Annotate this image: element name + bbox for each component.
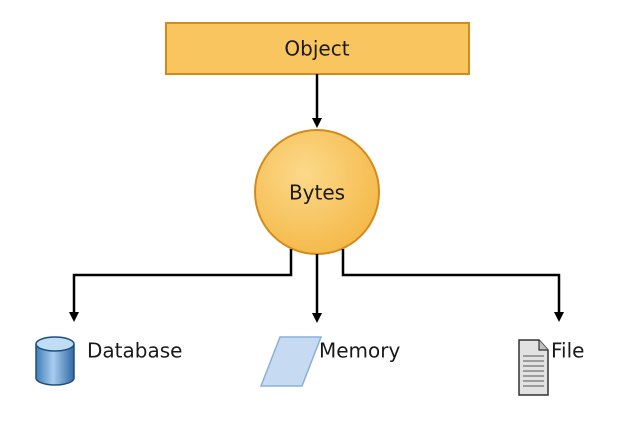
database-icon xyxy=(35,336,75,386)
bytes-to-file-arrow xyxy=(341,249,564,322)
bytes-label: Bytes xyxy=(289,181,345,205)
file-icon xyxy=(518,339,549,396)
bytes-to-database-arrow xyxy=(69,249,293,322)
object-node: Object xyxy=(165,22,470,75)
database-label: Database xyxy=(87,339,182,363)
memory-label: Memory xyxy=(319,339,401,363)
object-label: Object xyxy=(284,37,349,61)
file-label: File xyxy=(551,339,584,363)
memory-icon xyxy=(259,336,323,387)
bytes-node: Bytes xyxy=(254,129,380,255)
